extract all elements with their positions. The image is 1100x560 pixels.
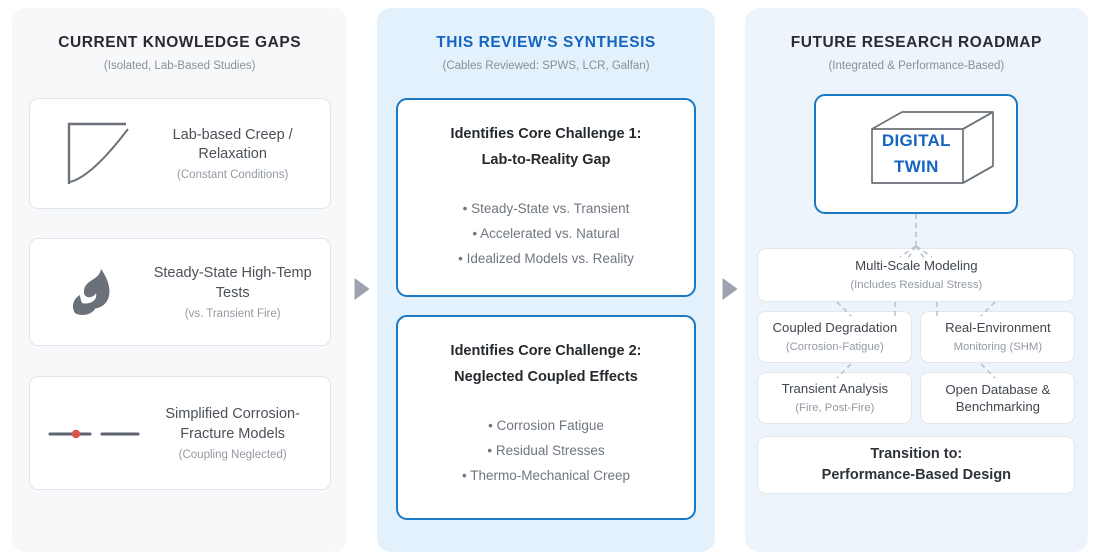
roadmap-node-title: Open Database &	[945, 381, 1051, 397]
digital-twin-3d-box-icon	[871, 111, 995, 184]
roadmap-node-note: Monitoring (SHM)	[953, 340, 1043, 353]
challenge-1-heading-line2: Lab-to-Reality Gap	[481, 151, 611, 168]
roadmap-node-title-line2: Benchmarking	[955, 399, 1040, 414]
challenge-1-item: • Accelerated vs. Natural	[472, 225, 620, 241]
panel-current-knowledge-gaps: CURRENT KNOWLEDGE GAPS (Isolated, Lab-Ba…	[12, 8, 348, 552]
challenge-card-2[interactable]: Identifies Core Challenge 2: Neglected C…	[396, 315, 697, 520]
gap-card-creep-relaxation[interactable]: Lab-based Creep / Relaxation (Constant C…	[28, 98, 331, 209]
panel-subtitle-roadmap: (Integrated & Performance-Based)	[828, 60, 1005, 72]
flow-arrow-synthesis-to-roadmap	[722, 278, 738, 300]
connector-gap-1	[347, 8, 377, 552]
roadmap-node-title: Coupled Degradation	[772, 320, 898, 336]
challenge-1-item: • Idealized Models vs. Reality	[458, 251, 634, 267]
panel-title-roadmap: FUTURE RESEARCH ROADMAP	[790, 34, 1042, 51]
panel-subtitle-synthesis: (Cables Reviewed: SPWS, LCR, Galfan)	[442, 60, 650, 72]
roadmap-node-title: Transient Analysis	[781, 381, 889, 397]
panel-title-gaps: CURRENT KNOWLEDGE GAPS	[58, 34, 302, 51]
roadmap-node-title-line2: Performance-Based Design	[821, 467, 1012, 483]
panel-title-synthesis: THIS REVIEW'S SYNTHESIS	[436, 34, 656, 51]
roadmap-row-2: Transient Analysis (Fire, Post-Fire) Ope…	[757, 372, 1076, 424]
roadmap-stack: DIGITAL TWIN Multi-Scale Modeling (Inclu…	[755, 94, 1077, 494]
roadmap-node-note: (Corrosion-Fatigue)	[785, 340, 884, 353]
gap-card-steady-state-high-temp[interactable]: Steady-State High-Temp Tests (vs. Transi…	[28, 238, 331, 346]
flow-arrow-gaps-to-synthesis	[354, 278, 370, 300]
gap-card-label: Steady-State High-Temp Tests	[153, 265, 312, 301]
roadmap-node-coupled-degradation[interactable]: Coupled Degradation (Corrosion-Fatigue)	[757, 311, 913, 363]
challenge-2-heading-line2: Neglected Coupled Effects	[454, 368, 638, 385]
roadmap-node-transition-performance-based-design[interactable]: Transition to: Performance-Based Design	[757, 436, 1076, 494]
roadmap-node-note: (Includes Residual Stress)	[850, 278, 983, 291]
panel-future-research-roadmap: FUTURE RESEARCH ROADMAP (Integrated & Pe…	[744, 8, 1088, 552]
gap-card-note: (vs. Transient Fire)	[184, 307, 281, 320]
challenge-1-heading-line1: Identifies Core Challenge 1:	[450, 126, 642, 142]
challenge-1-item: • Steady-State vs. Transient	[462, 200, 630, 216]
gap-card-text: Steady-State High-Temp Tests (vs. Transi…	[150, 264, 322, 320]
digital-twin-label-line2: TWIN	[894, 157, 939, 176]
roadmap-node-open-database-benchmarking[interactable]: Open Database & Benchmarking	[920, 372, 1076, 424]
roadmap-node-multi-scale-modeling[interactable]: Multi-Scale Modeling (Includes Residual …	[757, 248, 1076, 302]
gap-card-simplified-corrosion-fracture[interactable]: Simplified Corrosion- Fracture Models (C…	[28, 376, 331, 490]
challenge-2-item: • Thermo-Mechanical Creep	[462, 468, 631, 484]
fracture-line-icon	[38, 413, 150, 453]
connector-gap-2	[715, 8, 745, 552]
gap-card-text: Simplified Corrosion- Fracture Models (C…	[150, 405, 322, 461]
gap-card-label: Lab-based Creep / Relaxation	[172, 126, 293, 162]
roadmap-node-transient-analysis[interactable]: Transient Analysis (Fire, Post-Fire)	[757, 372, 913, 424]
challenge-2-item: • Residual Stresses	[487, 442, 605, 458]
digital-twin-card[interactable]: DIGITAL TWIN	[814, 94, 1019, 214]
challenge-1-list: • Steady-State vs. Transient • Accelerat…	[412, 196, 680, 272]
roadmap-node-real-environment-monitoring[interactable]: Real-Environment Monitoring (SHM)	[920, 311, 1076, 363]
challenge-2-item: • Corrosion Fatigue	[488, 417, 604, 433]
gap-card-text: Lab-based Creep / Relaxation (Constant C…	[150, 126, 322, 182]
gap-card-note: (Constant Conditions)	[177, 169, 289, 182]
roadmap-node-note: (Fire, Post-Fire)	[795, 401, 875, 414]
challenge-2-heading-line1: Identifies Core Challenge 2:	[450, 343, 642, 359]
roadmap-row-1: Coupled Degradation (Corrosion-Fatigue) …	[757, 311, 1076, 363]
gap-card-note: (Coupling Neglected)	[178, 448, 287, 461]
flame-icon	[38, 261, 150, 323]
challenge-2-list: • Corrosion Fatigue • Residual Stresses …	[412, 413, 680, 489]
roadmap-node-title: Multi-Scale Modeling	[855, 258, 978, 274]
roadmap-node-title: Real-Environment	[945, 320, 1051, 336]
digital-twin-label: DIGITAL TWIN	[882, 128, 951, 181]
creep-curve-icon	[38, 118, 150, 190]
digital-twin-label-line1: DIGITAL	[881, 130, 951, 150]
panel-this-reviews-synthesis: THIS REVIEW'S SYNTHESIS (Cables Reviewed…	[377, 8, 715, 552]
challenge-card-1[interactable]: Identifies Core Challenge 1: Lab-to-Real…	[396, 98, 697, 297]
panel-subtitle-gaps: (Isolated, Lab-Based Studies)	[103, 60, 256, 72]
roadmap-node-title-line1: Transition to:	[870, 446, 963, 463]
gap-card-label: Simplified Corrosion- Fracture Models	[165, 406, 300, 442]
